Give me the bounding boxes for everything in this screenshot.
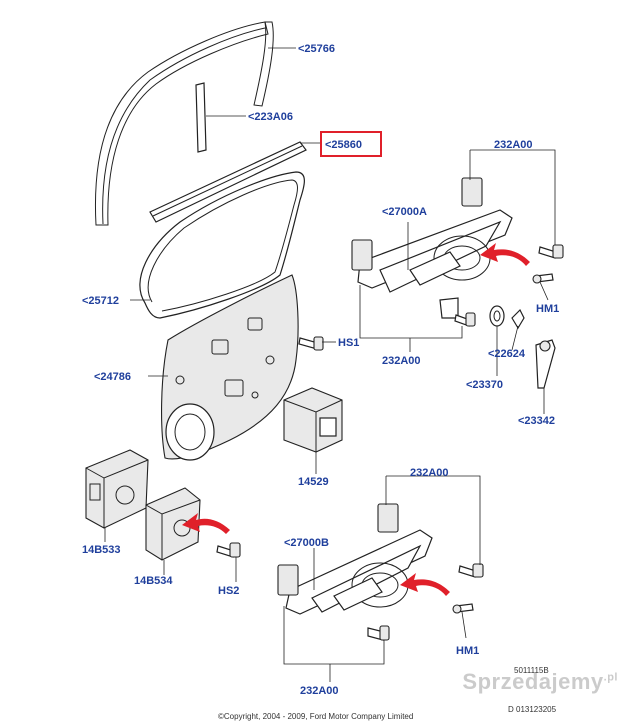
leader-lines	[104, 47, 556, 682]
bolt-top-right	[538, 244, 564, 259]
window-regulator-27000A	[351, 177, 513, 319]
window-motor-14B533	[85, 449, 149, 529]
label-232A00-bottom: 232A00	[300, 685, 339, 697]
watermark-suffix: .pl	[603, 671, 618, 684]
label-223A06: <223A06	[248, 111, 293, 123]
copyright-notice: ©Copyright, 2004 - 2009, Ford Motor Comp…	[218, 712, 413, 721]
label-HS2: HS2	[218, 585, 239, 597]
screw-HS2	[216, 542, 241, 558]
label-14529: 14529	[298, 476, 329, 488]
bolt-HM1-top	[532, 273, 554, 284]
red-arrow-top	[480, 243, 530, 266]
belt-moulding-25860	[149, 141, 307, 223]
label-23370: <23370	[466, 379, 503, 391]
watermark-text: Sprzedajemy	[462, 669, 604, 694]
label-24786: <24786	[94, 371, 131, 383]
door-glass-25712	[139, 171, 305, 319]
label-232A00-low: 232A00	[410, 467, 449, 479]
label-27000B: <27000B	[284, 537, 329, 549]
reference-code-2: D 013123205	[508, 705, 557, 714]
window-regulator-27000B	[277, 503, 433, 641]
clip-22624	[511, 308, 525, 330]
weatherstrip-223A06	[195, 82, 207, 153]
label-HM1-top: HM1	[536, 303, 559, 315]
label-25766: <25766	[298, 43, 335, 55]
watermark: Sprzedajemy.pl	[462, 669, 618, 695]
window-switch-14529	[283, 387, 343, 453]
bolt-bottom-right	[458, 563, 484, 578]
highlight-box-25860	[320, 131, 382, 157]
door-module-panel-24786	[161, 274, 299, 461]
screw-HS1	[298, 336, 324, 351]
red-arrow-bottom	[400, 573, 450, 596]
label-232A00-mid: 232A00	[382, 355, 421, 367]
label-HS1: HS1	[338, 337, 359, 349]
reference-code-1: 5011115B	[514, 666, 549, 675]
label-27000A: <27000A	[382, 206, 427, 218]
label-23342: <23342	[518, 415, 555, 427]
glass-run-channel-25766	[94, 21, 274, 226]
bolt-HM1-bottom	[452, 603, 474, 614]
label-22624: <22624	[488, 348, 526, 360]
label-14B534: 14B534	[134, 575, 173, 587]
window-handle-23342	[535, 339, 556, 389]
label-14B533: 14B533	[82, 544, 121, 556]
red-arrow-motor	[182, 513, 230, 534]
bolt-under-regulator	[454, 312, 476, 327]
washer-23370	[489, 305, 505, 327]
label-25712: <25712	[82, 295, 119, 307]
label-232A00-top: 232A00	[494, 139, 533, 151]
label-25860: <25860	[325, 139, 362, 151]
label-HM1-bottom: HM1	[456, 645, 479, 657]
